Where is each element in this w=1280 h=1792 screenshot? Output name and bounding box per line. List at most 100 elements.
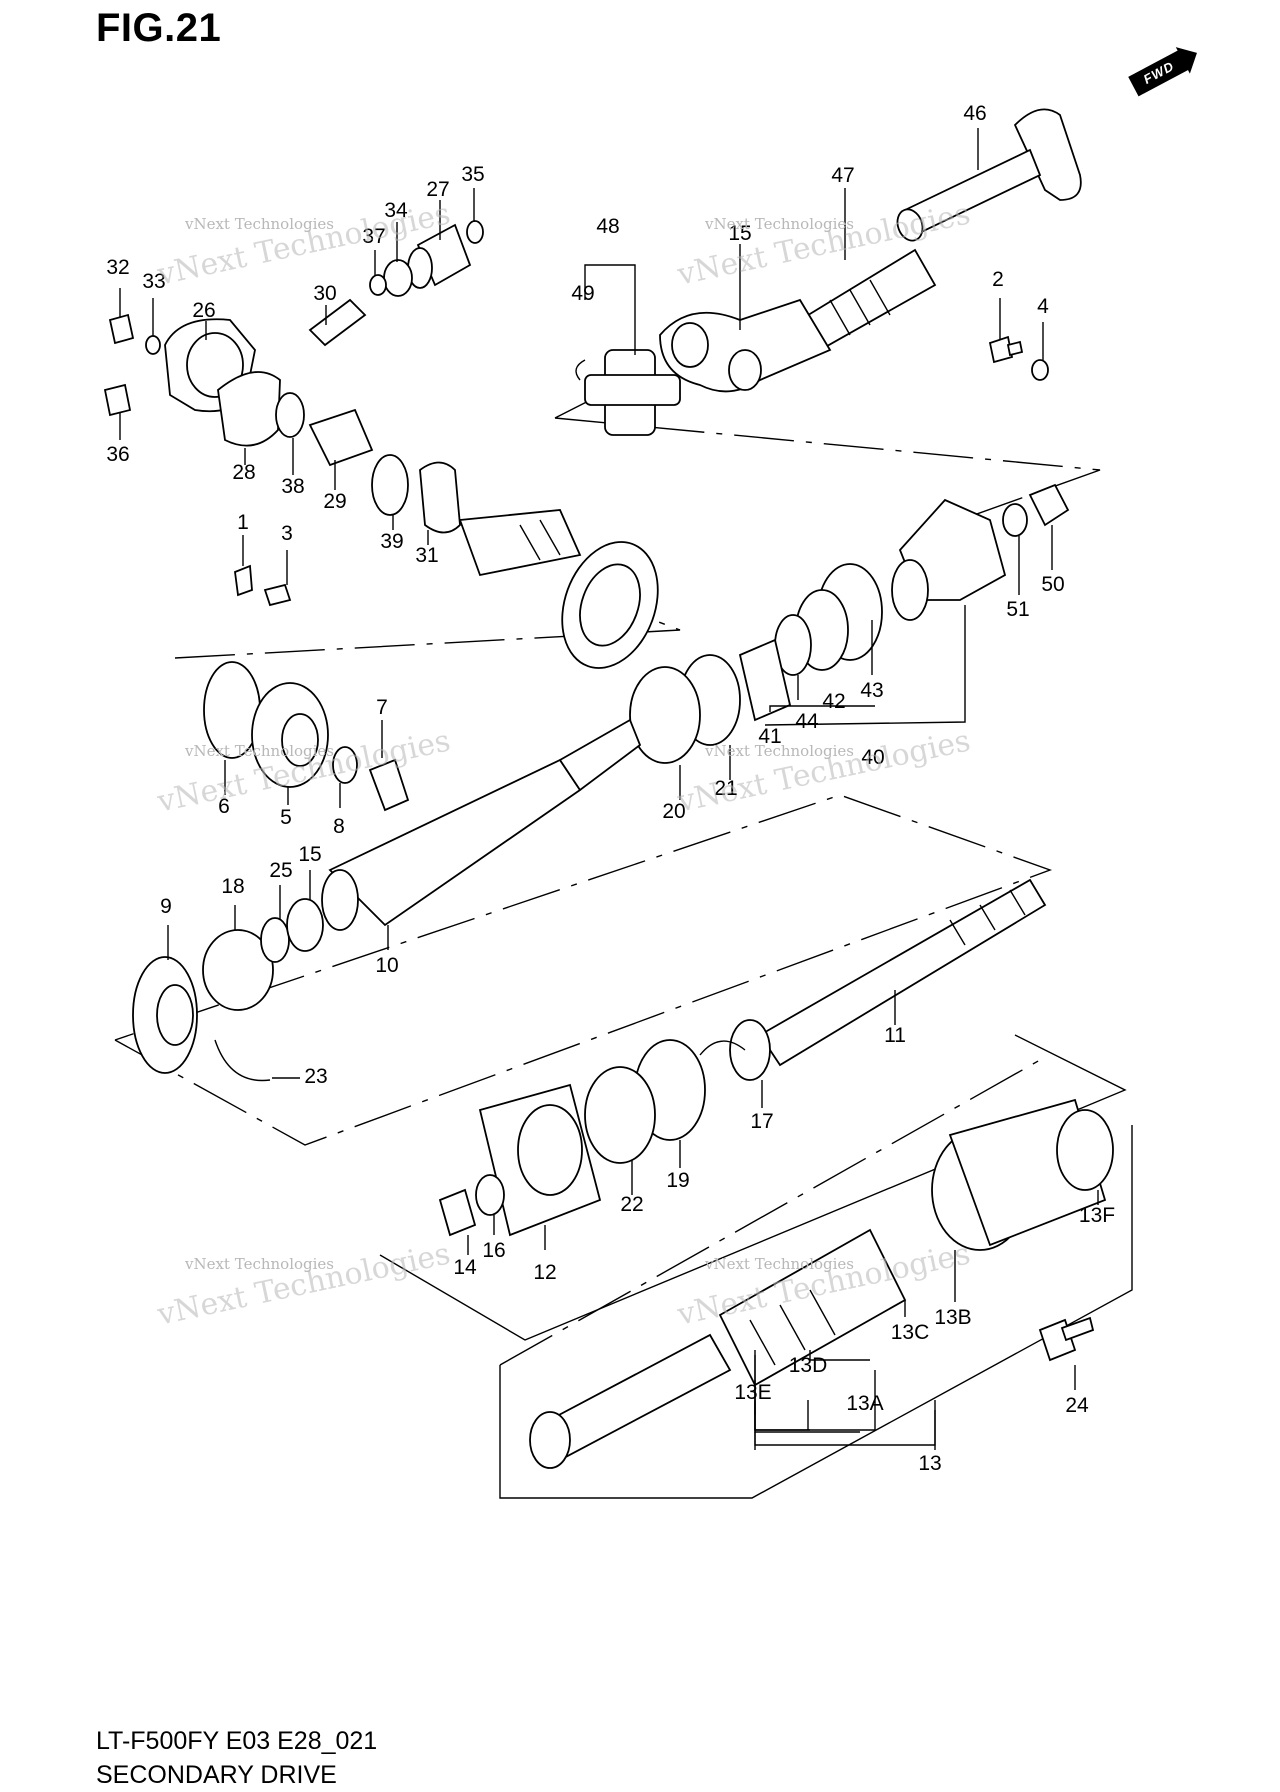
callout-46: 46 (963, 102, 987, 125)
callout-29: 29 (323, 490, 347, 513)
part-32-bolt (108, 313, 135, 345)
callout-6: 6 (218, 795, 230, 818)
callout-13C: 13C (890, 1321, 930, 1344)
callout-9: 9 (160, 895, 172, 918)
part-clip (699, 1040, 746, 1056)
callout-40: 40 (861, 746, 885, 769)
part-28-gasket (217, 371, 281, 447)
callout-14: 14 (453, 1256, 477, 1279)
figure-title: FIG.21 (96, 6, 222, 50)
callout-23: 23 (304, 1065, 328, 1088)
callout-5: 5 (280, 806, 292, 829)
callout-13E: 13E (734, 1381, 772, 1404)
callout-34: 34 (384, 199, 408, 222)
part-7-nut (368, 758, 410, 812)
callout-4: 4 (1037, 295, 1049, 318)
callout-15-lower: 15 (298, 843, 322, 866)
part-39-seal (371, 454, 409, 516)
part-30-pinion (308, 298, 367, 347)
part-9-bevel-gear (132, 956, 198, 1074)
callout-13: 13 (918, 1452, 942, 1475)
callout-27: 27 (426, 178, 450, 201)
callout-19: 19 (666, 1169, 690, 1192)
part-23-circlip (214, 1039, 271, 1082)
callout-26: 26 (192, 299, 216, 322)
part-31-bushing (419, 461, 461, 534)
part-35-ring (466, 220, 484, 244)
callout-10: 10 (375, 954, 399, 977)
callout-38: 38 (281, 475, 305, 498)
part-33-washer (145, 335, 161, 355)
callout-18: 18 (221, 875, 245, 898)
callout-24: 24 (1065, 1394, 1089, 1417)
part-15-bearing (286, 898, 324, 952)
callout-42: 42 (822, 690, 846, 713)
part-36-bolt (103, 383, 132, 417)
part-10-secondary-shaft (321, 718, 642, 931)
callout-1: 1 (237, 511, 249, 534)
callout-48: 48 (596, 215, 620, 238)
pinion-bearing (561, 541, 659, 669)
part-17-seal (729, 1019, 771, 1081)
part-22-bearing (584, 1066, 656, 1164)
part-14-nut (438, 1188, 477, 1237)
callout-37: 37 (362, 225, 386, 248)
part-20-bearing (629, 666, 701, 764)
callout-15-upper: 15 (728, 222, 752, 245)
callout-31: 31 (415, 544, 439, 567)
callout-20: 20 (662, 800, 686, 823)
drive-pinion-shaft (458, 509, 582, 577)
callout-13F: 13F (1078, 1204, 1116, 1227)
part-25-seal (260, 917, 290, 963)
callout-50: 50 (1041, 573, 1065, 596)
part-8-shim (332, 746, 358, 784)
part-3-bolt (263, 583, 292, 607)
part-50-nut (1028, 483, 1070, 527)
part-34-washer (383, 259, 413, 297)
callout-30: 30 (313, 282, 337, 305)
part-1-retainer (234, 564, 253, 597)
callout-21: 21 (714, 777, 738, 800)
callout-3: 3 (281, 522, 293, 545)
callout-44: 44 (795, 710, 819, 733)
callout-41: 41 (758, 725, 782, 748)
callout-13D: 13D (788, 1354, 828, 1377)
part-5-bevel-gear (251, 682, 329, 788)
model-code: LT-F500FY E03 E28_021 (96, 1727, 378, 1755)
callout-36: 36 (106, 443, 130, 466)
callout-17: 17 (750, 1110, 774, 1133)
callout-12: 12 (533, 1261, 557, 1284)
callout-13A: 13A (846, 1392, 884, 1415)
section-title: SECONDARY DRIVE (96, 1761, 337, 1789)
part-51-washer (1002, 503, 1028, 537)
part-15-yoke (659, 298, 832, 393)
part-2-bolt (988, 335, 1024, 364)
part-48-universal-joint (575, 349, 681, 436)
part-13-drive-shaft-assembly (529, 1098, 1114, 1469)
part-46-propeller-shaft-flange (896, 108, 1082, 242)
part-rear-yoke (891, 498, 1007, 621)
callout-13B: 13B (934, 1306, 972, 1329)
callout-11: 11 (884, 1024, 906, 1047)
callout-7: 7 (376, 696, 388, 719)
callout-47: 47 (831, 164, 855, 187)
callout-8: 8 (333, 815, 345, 838)
part-37-washer (369, 274, 387, 296)
part-29-gear (308, 408, 374, 467)
callout-32: 32 (106, 256, 130, 279)
callout-51: 51 (1006, 598, 1030, 621)
part-11-output-shaft (758, 878, 1047, 1067)
callout-25: 25 (269, 859, 293, 882)
leader-lines (119, 128, 1099, 1450)
callout-16: 16 (482, 1239, 506, 1262)
part-38-seal (275, 392, 305, 438)
callout-28: 28 (232, 461, 256, 484)
callout-2: 2 (992, 268, 1004, 291)
part-18-bearing (202, 929, 274, 1011)
callout-43: 43 (860, 679, 884, 702)
callout-35: 35 (461, 163, 485, 186)
callout-39: 39 (380, 530, 404, 553)
part-16-washer (475, 1174, 505, 1216)
part-27-sensor-rotor (407, 223, 472, 289)
